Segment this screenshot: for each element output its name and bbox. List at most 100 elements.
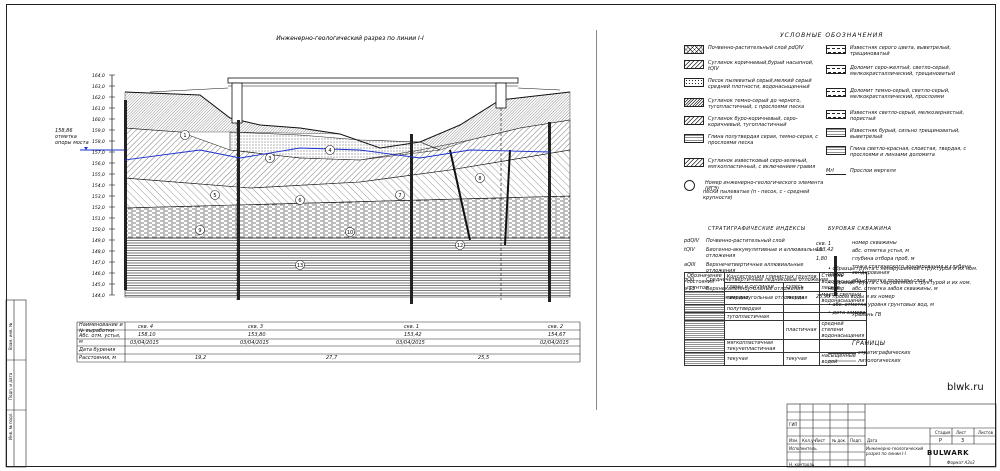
stamp-role-gip: ГИП [789, 422, 798, 427]
legend-title: УСЛОВНЫЕ ОБОЗНАЧЕНИЯ [780, 32, 884, 39]
dolomite1-swatch [826, 65, 846, 74]
ige-label: 8 [478, 176, 481, 182]
elevation-tick-label: 152,0 [92, 205, 105, 211]
legend-item-loam-dark: Суглинок темно-серый до черного, тугопла… [684, 98, 818, 110]
ige-label: 3 [268, 156, 271, 162]
ige-circle [210, 190, 220, 200]
boundary-lith: литологических [858, 358, 901, 364]
borehole-legend-item: абс. отметка забоя скважины, м [852, 286, 938, 292]
legend-item-lime-loam: Суглинок известковый серо-зеленый, мягко… [684, 158, 818, 170]
elevation-tick-label: 151,0 [92, 216, 105, 222]
legend-item-sand: Песок пылеватый серый,мелкий серый средн… [684, 78, 818, 90]
stratigraphy-text: Биогенно-аккумулятивные и аллювиальные о… [706, 247, 824, 259]
consistency-swatch [684, 320, 725, 340]
section-title: Инженерно-геологический разрез по линии … [276, 35, 424, 42]
stamp-sheet-label: Лист [956, 430, 967, 435]
elevation-tick-label: 157,0 [92, 150, 105, 156]
bh1-name: скв. 1 [404, 324, 420, 330]
bh-example-z: 25,90 [816, 294, 831, 300]
stamp-col-kol: Кол.уч [802, 438, 816, 443]
bottom-table-grid [76, 321, 581, 363]
ige-circle [395, 190, 405, 200]
distance-2: 27,7 [326, 355, 338, 361]
bridge-pier-left [231, 82, 243, 124]
consistency-cell: мягкопластичная текучепластичная [723, 339, 784, 353]
ige-circle [295, 260, 305, 270]
boundary-strat: стратиграфических [858, 350, 911, 356]
dolomite2-swatch [826, 88, 846, 97]
bh3-abs: 153,80 [248, 332, 266, 338]
ige-circle [195, 225, 205, 235]
consistency-table: Обозначение состояния грунтов Консистенц… [684, 272, 868, 366]
stratigraphy-code: tQIV [684, 247, 695, 253]
site-url[interactable]: blwk.ru [947, 382, 984, 393]
ground-surface [124, 91, 571, 149]
stamp-stage-label: Стадия [935, 430, 951, 435]
bh2-abs: 154,67 [548, 332, 566, 338]
consistency-cell: пластичная [782, 320, 820, 340]
borehole-3 [237, 120, 240, 300]
fill-swatch [684, 60, 704, 69]
ige-circle [475, 173, 485, 183]
elevation-tick-label: 158,0 [92, 139, 105, 145]
distance-3: 25,5 [478, 355, 490, 361]
elevation-tick-label: 147,0 [92, 260, 105, 266]
ige-label: 10 [347, 230, 353, 236]
consistency-swatch [684, 312, 725, 321]
ige-label: 12 [457, 243, 463, 249]
elevation-tick-label: 153,0 [92, 194, 105, 200]
ige-label: 4 [328, 148, 331, 154]
lime-loam-swatch [684, 158, 704, 167]
elevation-tick-label: 160,0 [92, 117, 105, 123]
stamp-role-nk: Н. контроль [789, 462, 815, 467]
elevation-tick-label: 155,0 [92, 172, 105, 178]
legend-item-red-clay: Глина светло-красная, слоистая, твердая,… [826, 146, 970, 158]
stamp-col-date: Дата [867, 438, 878, 443]
borehole-legend-item: глубина отбора проб, м [852, 256, 915, 262]
water-legend-list: • образцы грунта с ненарушенной структур… [828, 266, 988, 318]
borehole-legend-title: БУРОВАЯ СКВАЖИНА [828, 226, 892, 232]
water-legend-item: • дата замера [828, 310, 866, 316]
marl-code: Mrl [826, 168, 846, 175]
consistency-cell: текучая [782, 352, 820, 366]
elevation-tick-label: 162,0 [92, 95, 105, 101]
legend-item-limestone1: Известняк серого цвета, выветрелый, трещ… [826, 45, 970, 57]
bh4-abs: 158,10 [138, 332, 156, 338]
sand-swatch [684, 78, 704, 87]
drawing-frame [6, 4, 996, 467]
elevation-tick-label: 149,0 [92, 238, 105, 244]
bh-example-depth: 1,80 [816, 256, 828, 262]
bh-example-name: скв. 1 [816, 241, 832, 247]
ige-circle-icon [684, 180, 695, 191]
frame-divider [596, 30, 597, 410]
consistency-cell: средней степени водонасыщения [818, 320, 868, 340]
elevation-tick-label: 145,0 [92, 282, 105, 288]
red-clay-swatch [826, 146, 846, 155]
table-label-abs: Абс. отм. устья, м [79, 333, 121, 345]
elevation-tick-label: 161,0 [92, 106, 105, 112]
consistency-h2: Консистенция глинистых грунтов [723, 272, 820, 283]
ige-circle [180, 130, 190, 140]
limestone1-swatch [826, 45, 846, 54]
ige-circle [455, 240, 465, 250]
distance-1: 19,2 [195, 355, 207, 361]
legend-item-limestone3: Известняк бурый, сильно трещиноватый, вы… [826, 128, 970, 140]
consistency-swatch [684, 291, 725, 305]
bh2-name: скв. 2 [548, 324, 564, 330]
bridge-deck [227, 77, 519, 84]
legend-item-soil: Почвенно-растительный слой pdQIV [684, 45, 818, 54]
consistency-cell [782, 304, 820, 313]
consistency-cell [782, 339, 820, 353]
consistency-h1: Обозначение состояния грунтов [684, 272, 725, 292]
consistency-cell [782, 312, 820, 321]
consistency-swatch [684, 304, 725, 313]
loam-swatch [684, 116, 704, 125]
ige-circle [325, 145, 335, 155]
stratigraphy-title: СТРАТИГРАФИЧЕСКИЕ ИНДЕКСЫ [708, 226, 806, 232]
stratigraphy-text: Почвенно-растительный слой [706, 238, 785, 244]
table-label-date: Дата бурения [79, 347, 116, 353]
consistency-cell: твердая [782, 291, 820, 305]
